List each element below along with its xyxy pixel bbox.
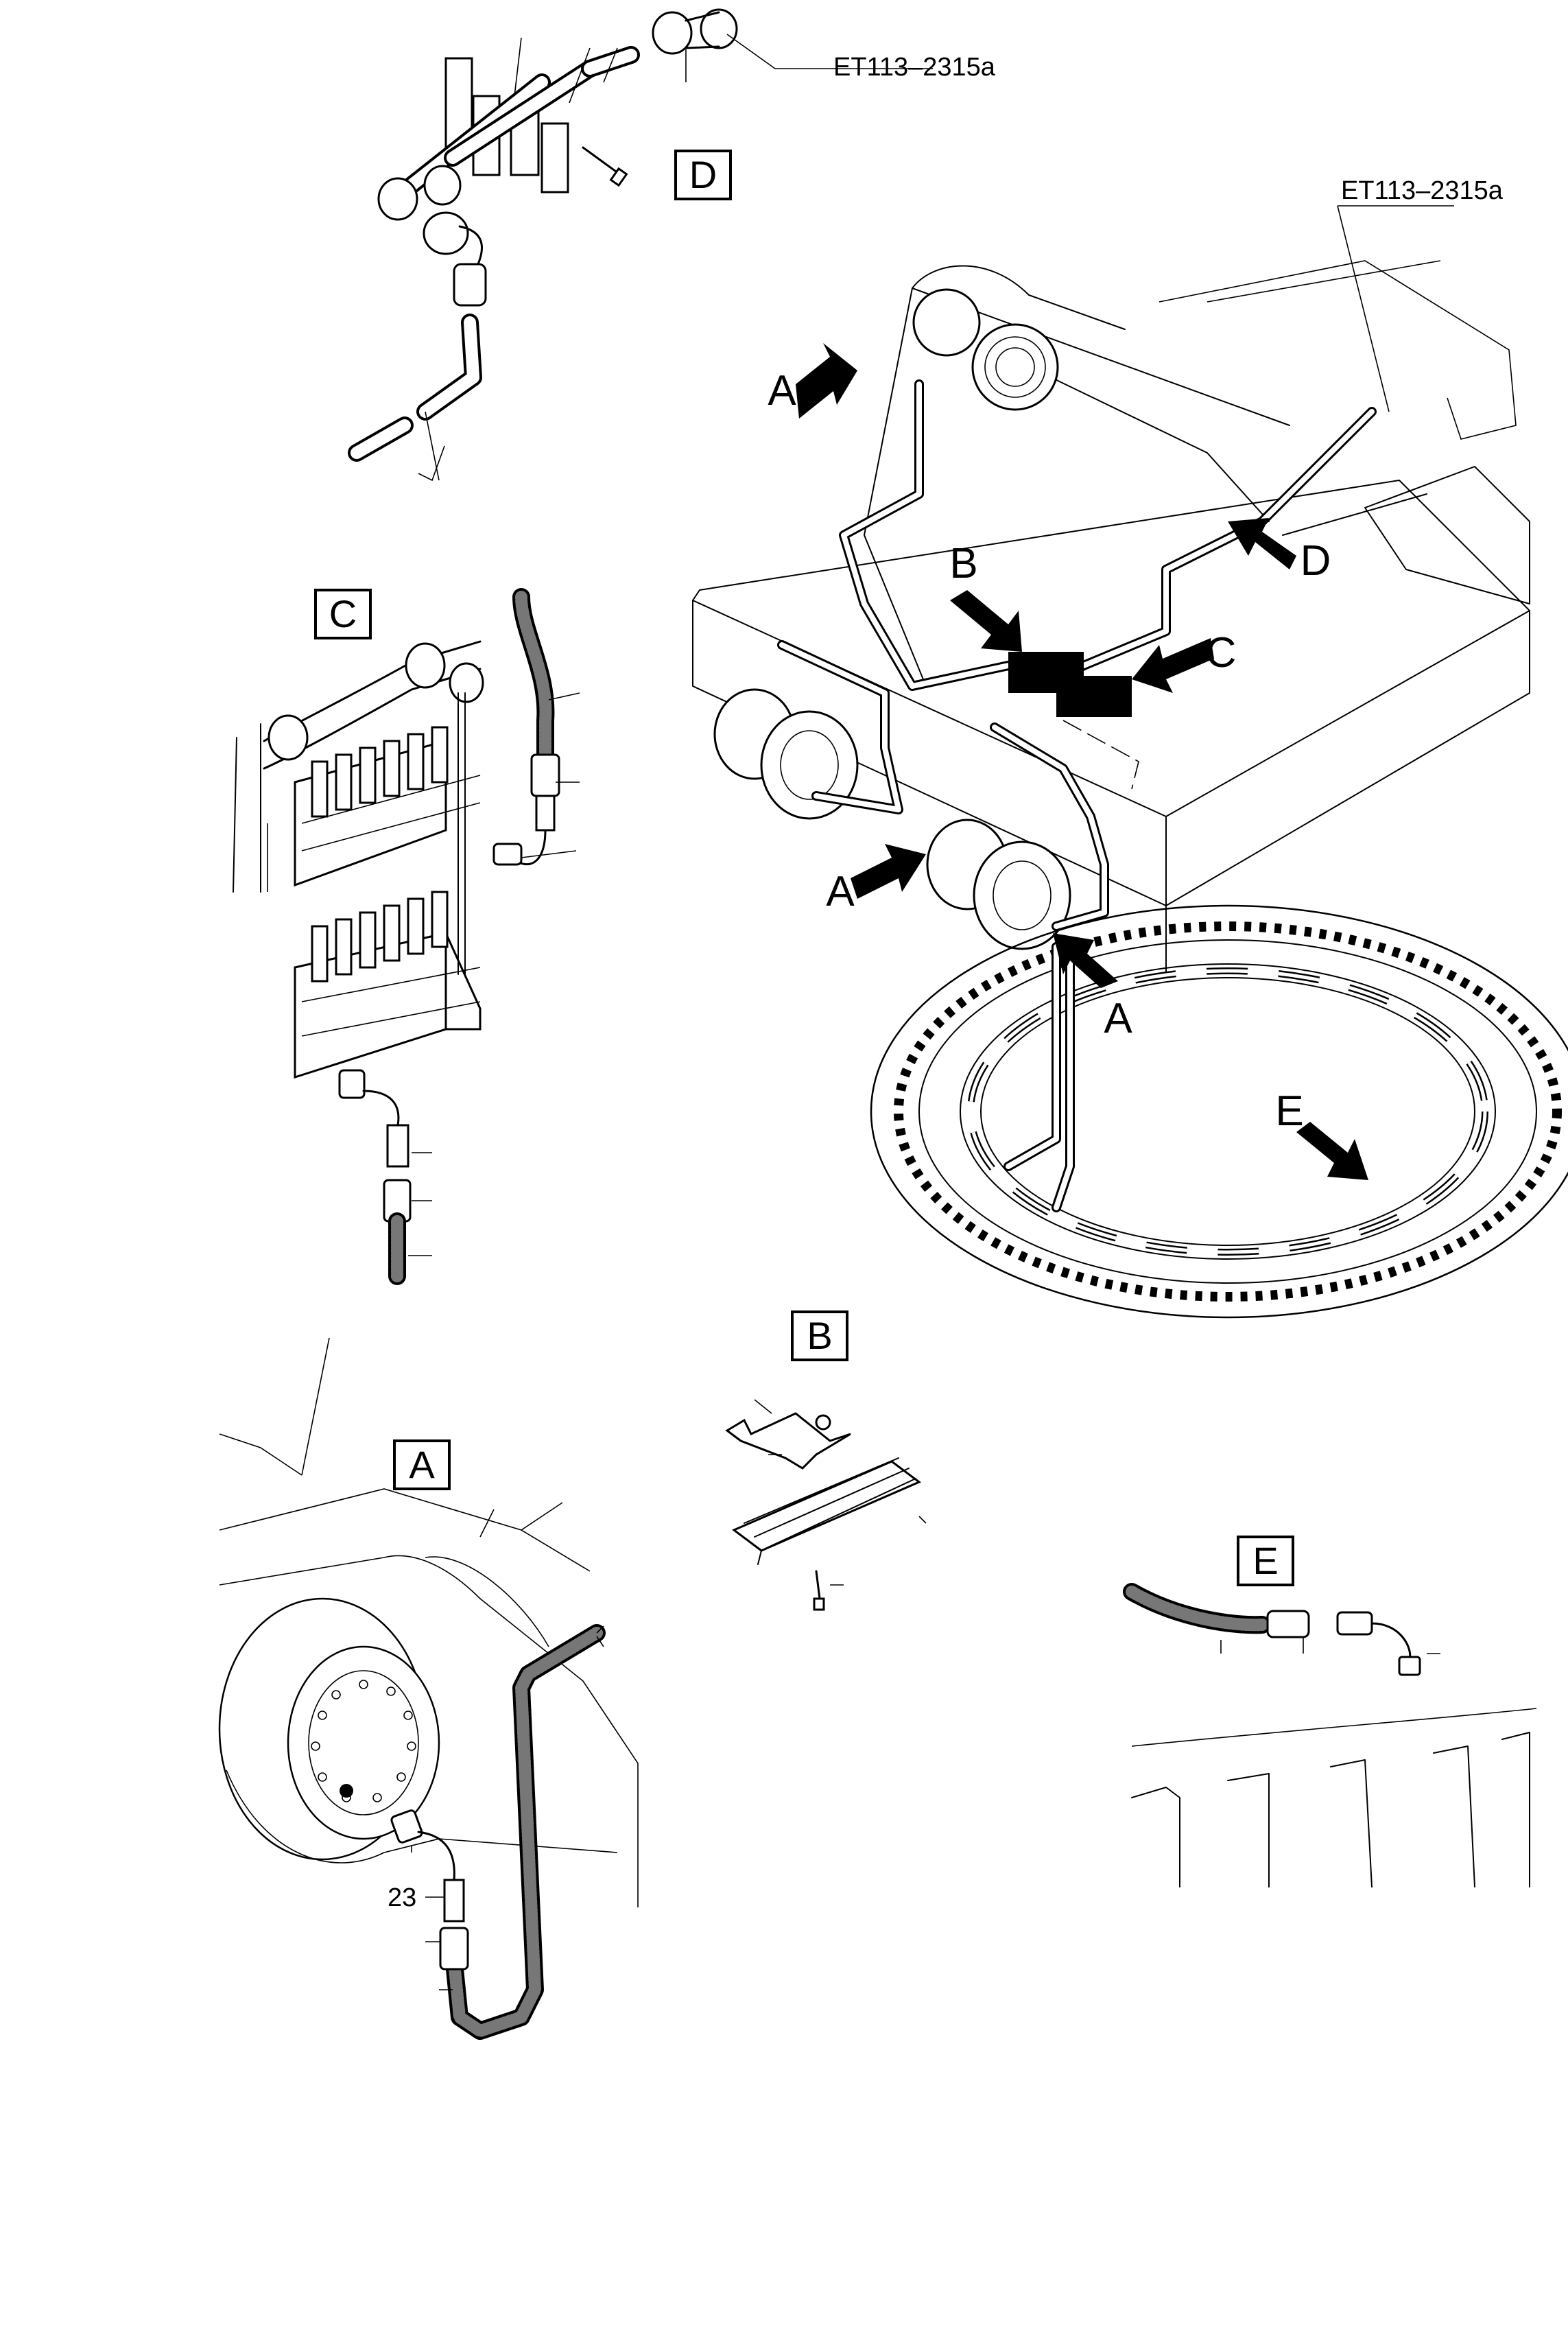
main-pipe-network bbox=[777, 379, 1377, 1212]
arrow-a-low bbox=[1053, 933, 1118, 988]
arrow-label-a-top: A bbox=[768, 367, 796, 414]
detail-d bbox=[348, 8, 933, 482]
main-arrows bbox=[796, 343, 1368, 1180]
callout-23: 23 bbox=[388, 1883, 416, 1912]
a-adapter bbox=[443, 1879, 465, 1923]
arrow-c bbox=[1132, 638, 1214, 693]
a-pin-disc bbox=[287, 1645, 440, 1840]
detail-e-fitting bbox=[1123, 1583, 1537, 1888]
d-lower-fitting bbox=[423, 211, 469, 255]
arrow-label-d: D bbox=[1300, 537, 1331, 585]
arrow-a-mid bbox=[851, 844, 926, 899]
arrow-label-a-low: A bbox=[1104, 995, 1132, 1042]
frame-e-label: E bbox=[1252, 1539, 1278, 1582]
d-bracket-right bbox=[541, 122, 569, 193]
arrow-label-e: E bbox=[1275, 1087, 1303, 1135]
frame-b bbox=[791, 1310, 848, 1361]
pin-left bbox=[760, 710, 859, 820]
frame-d bbox=[674, 150, 732, 200]
pin-front bbox=[973, 840, 1071, 950]
frame-b-label: B bbox=[807, 1314, 832, 1357]
frame-c bbox=[314, 589, 372, 639]
distributor-c bbox=[1056, 676, 1132, 717]
a-grease-nipple bbox=[390, 1809, 423, 1844]
main-upper-frame bbox=[692, 260, 1530, 975]
frame-a bbox=[393, 1439, 451, 1490]
reference-code-top: ET113–2315a bbox=[833, 53, 996, 82]
c-pipe-nut-left bbox=[268, 714, 309, 761]
arrow-b bbox=[950, 590, 1022, 652]
frame-c-label: C bbox=[329, 592, 357, 635]
detail-c-distributor bbox=[233, 588, 580, 1285]
reference-code-main: ET113–2315a bbox=[1341, 176, 1504, 205]
arrow-label-b: B bbox=[949, 540, 977, 587]
d-left-elbow bbox=[377, 177, 418, 221]
d-elbow-fitting bbox=[652, 11, 693, 55]
detail-a-pivot bbox=[218, 1337, 639, 2040]
arrow-e bbox=[1296, 1122, 1368, 1180]
arrow-a-top bbox=[796, 343, 857, 419]
arrow-label-c: C bbox=[1206, 629, 1237, 677]
arrow-d bbox=[1228, 518, 1296, 569]
detail-b-clamp bbox=[725, 1399, 927, 1611]
slewing-ring bbox=[870, 904, 1568, 1319]
d-bolt bbox=[582, 146, 622, 176]
frame-d-label: D bbox=[689, 153, 717, 196]
arrow-label-a-mid: A bbox=[826, 868, 855, 915]
frame-e bbox=[1237, 1536, 1294, 1586]
c-pipe-nut-right bbox=[405, 642, 446, 689]
frame-a-label: A bbox=[409, 1443, 435, 1486]
